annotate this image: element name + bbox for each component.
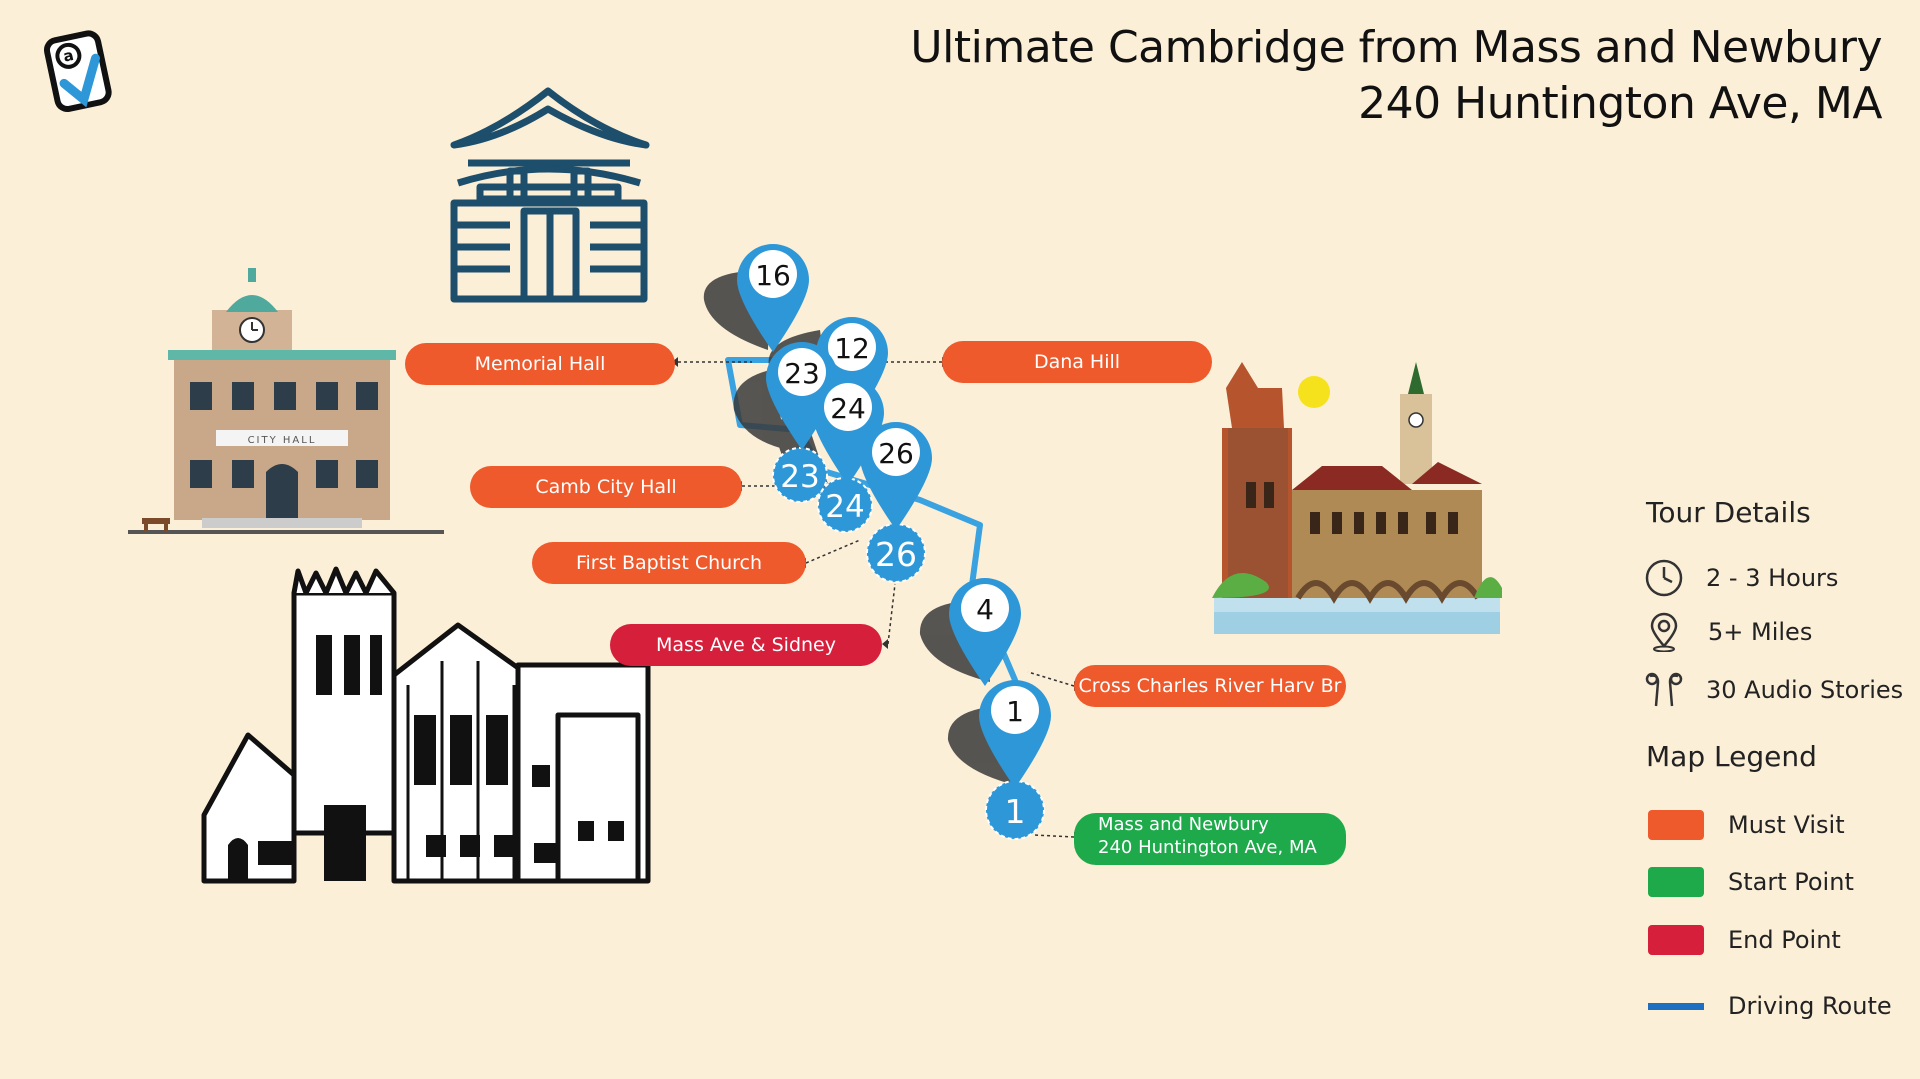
svg-text:a: a — [62, 46, 76, 66]
label-mass-ave-sidney-text: Mass Ave & Sidney — [656, 634, 836, 656]
svg-text:12: 12 — [834, 332, 870, 365]
clock-icon — [1645, 559, 1683, 597]
stop-circle-1: 1 — [985, 780, 1045, 840]
pin-marker-4: 4 — [949, 578, 1021, 686]
stop-circle-26: 26 — [866, 523, 926, 583]
church-illustration — [201, 566, 651, 884]
legend-driving-route-text: Driving Route — [1728, 992, 1892, 1020]
tour-stories-text: 30 Audio Stories — [1706, 676, 1904, 704]
label-start-line-2: 240 Huntington Ave, MA — [1098, 837, 1317, 859]
page-title: Ultimate Cambridge from Mass and Newbury… — [910, 26, 1882, 126]
svg-text:1: 1 — [1005, 792, 1026, 831]
legend-start-point-text: Start Point — [1728, 868, 1854, 896]
svg-text:16: 16 — [755, 259, 791, 292]
tour-duration: 2 - 3 Hours — [1644, 558, 1838, 598]
label-dana-hill[interactable]: Dana Hill — [942, 341, 1212, 383]
tour-stories: 30 Audio Stories — [1644, 670, 1903, 710]
title-line-2: 240 Huntington Ave, MA — [1358, 78, 1882, 129]
svg-text:24: 24 — [830, 392, 866, 425]
svg-text:24: 24 — [825, 489, 864, 525]
svg-text:26: 26 — [878, 437, 914, 470]
legend-end-point-text: End Point — [1728, 926, 1841, 954]
label-start-point[interactable]: Mass and Newbury 240 Huntington Ave, MA — [1074, 813, 1346, 865]
map-legend-heading: Map Legend — [1646, 740, 1817, 773]
castle-illustration — [1212, 362, 1502, 634]
stop-circle-24: 24 — [817, 477, 873, 533]
driving-route-swatch — [1648, 1002, 1704, 1010]
legend-must-visit-text: Must Visit — [1728, 811, 1845, 839]
svg-text:4: 4 — [976, 593, 994, 626]
label-camb-city-hall[interactable]: Camb City Hall — [470, 466, 742, 508]
label-first-baptist-text: First Baptist Church — [575, 552, 763, 574]
svg-text:23: 23 — [780, 459, 819, 495]
pin-marker-23: 23 — [766, 342, 838, 450]
tour-duration-text: 2 - 3 Hours — [1706, 564, 1839, 592]
label-start-line-1: Mass and Newbury — [1098, 814, 1269, 835]
svg-text:1: 1 — [1006, 695, 1024, 728]
tour-distance: 5+ Miles — [1646, 612, 1812, 652]
earbuds-icon — [1645, 672, 1683, 707]
pin-marker-12: 12 — [816, 317, 888, 425]
end-point-swatch — [1648, 925, 1704, 955]
pin-marker-1: 1 — [979, 680, 1051, 788]
location-pin-icon — [1650, 612, 1678, 652]
svg-text:26: 26 — [875, 535, 917, 574]
tour-distance-text: 5+ Miles — [1708, 618, 1813, 646]
label-first-baptist[interactable]: First Baptist Church — [532, 542, 806, 584]
app-logo-icon[interactable]: a — [38, 22, 120, 122]
label-cross-charles[interactable]: Cross Charles River Harv Br — [1074, 665, 1346, 707]
legend-must-visit: Must Visit — [1648, 810, 1845, 840]
must-visit-swatch — [1648, 810, 1704, 840]
svg-text:23: 23 — [784, 357, 820, 390]
label-dana-hill-text: Dana Hill — [1033, 351, 1121, 373]
legend-end-point: End Point — [1648, 925, 1841, 955]
tour-details-heading: Tour Details — [1646, 496, 1811, 529]
legend-driving-route: Driving Route — [1648, 992, 1892, 1020]
pagoda-illustration — [450, 87, 650, 303]
svg-text:CITY HALL: CITY HALL — [248, 435, 317, 446]
stop-circle-23: 23 — [772, 447, 828, 503]
start-point-swatch — [1648, 867, 1704, 897]
label-camb-city-hall-text: Camb City Hall — [535, 476, 677, 498]
pin-marker-26: 26 — [860, 422, 932, 530]
label-memorial-hall[interactable]: Memorial Hall — [405, 343, 675, 385]
label-cross-charles-text: Cross Charles River Harv Br — [1078, 675, 1342, 697]
pin-marker-24: 24 — [812, 377, 884, 485]
title-line-1: Ultimate Cambridge from Mass and Newbury — [910, 22, 1882, 73]
label-mass-ave-sidney[interactable]: Mass Ave & Sidney — [610, 624, 882, 666]
label-memorial-hall-text: Memorial Hall — [474, 353, 606, 375]
city-hall-illustration: CITY HALL — [128, 268, 444, 534]
pin-marker-16: 16 — [737, 244, 809, 352]
legend-start-point: Start Point — [1648, 867, 1854, 897]
